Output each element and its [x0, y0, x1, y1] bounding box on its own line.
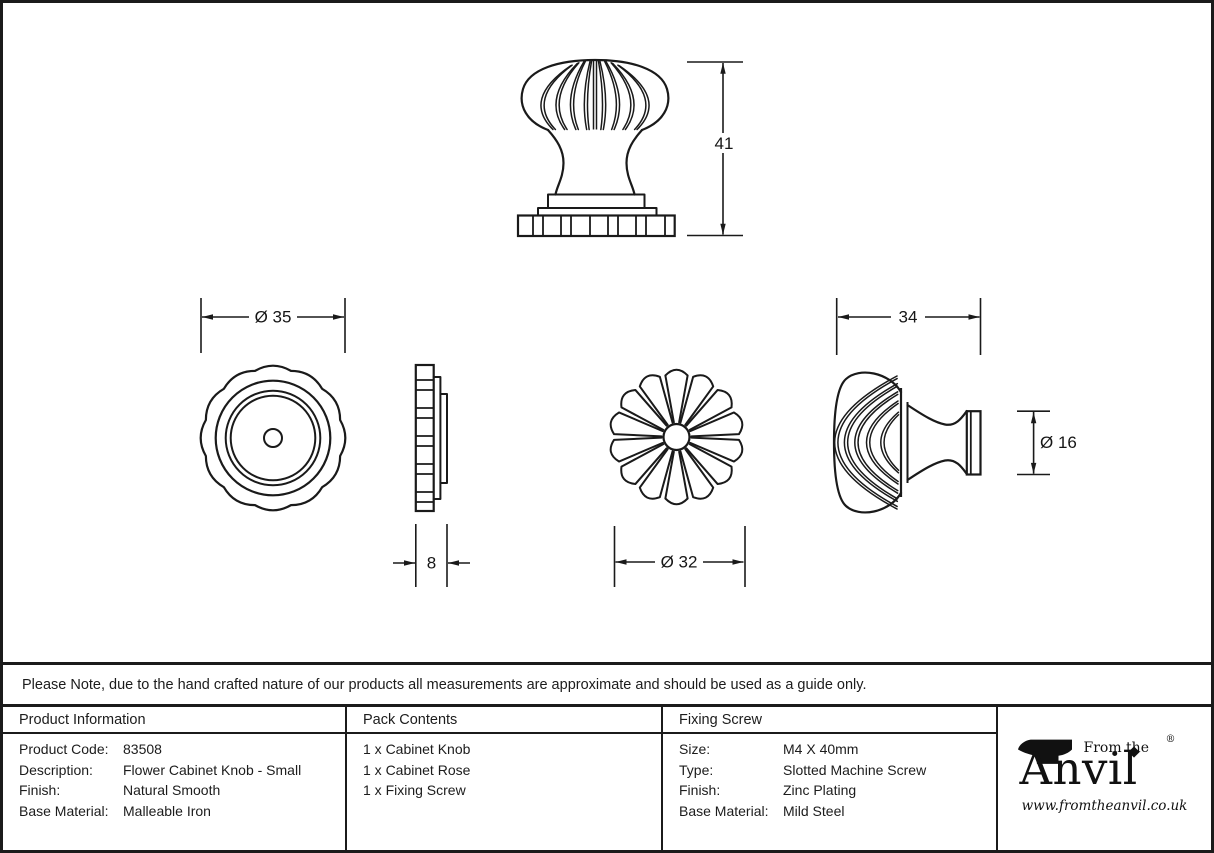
row-value: Flower Cabinet Knob - Small [123, 761, 302, 778]
dim-rose-diameter-label: Ø 35 [255, 308, 292, 327]
product-information-column: Product Information Product Code: 83508 … [3, 707, 347, 850]
registered-trademark: ® [1165, 733, 1176, 745]
row-label: Product Code: [19, 741, 109, 758]
rose-front-view-drawing [199, 364, 347, 512]
brand-logo-cell: From the Anvil ® www.fromtheanvil.co.uk [998, 707, 1211, 850]
row-label: Finish: [19, 782, 61, 799]
from-the-anvil-logo: From the Anvil ® www.fromtheanvil.co.uk [1017, 734, 1190, 818]
pack-item: 1 x Fixing Screw [363, 782, 466, 799]
product-information-header: Product Information [3, 707, 345, 734]
dim-label-bg [422, 553, 441, 572]
dim-knob-face-diameter-label: Ø 32 [661, 553, 698, 572]
knob-profile-view-drawing [832, 371, 982, 514]
dim-label-bg [891, 307, 925, 326]
knob-elevation-drawing [516, 58, 676, 238]
row-value: M4 X 40mm [783, 741, 859, 758]
row-value: Natural Smooth [123, 782, 221, 799]
logo-url: www.fromtheanvil.co.uk [1021, 797, 1188, 814]
row-value: Malleable Iron [123, 802, 211, 819]
dim-knob-depth-label: 34 [899, 308, 918, 327]
logo-brand-text: Anvil [1019, 741, 1138, 795]
dim-rose-depth-label: 8 [427, 554, 436, 573]
info-table: Product Information Product Code: 83508 … [3, 707, 1211, 850]
row-value: Zinc Plating [783, 782, 857, 799]
pack-item: 1 x Cabinet Rose [363, 761, 471, 778]
row-value: Mild Steel [783, 802, 845, 819]
table-row: Size: M4 X 40mm [679, 739, 990, 760]
anvil-icon [1017, 739, 1072, 764]
fixing-screw-column: Fixing Screw Size: M4 X 40mm Type: Slott… [663, 707, 998, 850]
fixing-screw-header: Fixing Screw [663, 707, 996, 734]
technical-drawing-area: 41 Ø 35 8 Ø 32 34 Ø 16 [199, 58, 1077, 587]
pack-contents-header: Pack Contents [347, 707, 661, 734]
knob-face-view-drawing [609, 368, 744, 506]
pack-item: 1 x Cabinet Knob [363, 741, 471, 758]
row-value: Slotted Machine Screw [783, 761, 927, 778]
note-text: Please Note, due to the hand crafted nat… [22, 676, 867, 693]
table-row: Type: Slotted Machine Screw [679, 760, 990, 781]
row-value: 83508 [123, 741, 162, 758]
table-row: Description: Flower Cabinet Knob - Small [19, 760, 339, 781]
table-row: Base Material: Malleable Iron [19, 801, 339, 822]
row-label: Type: [679, 761, 714, 778]
row-label: Base Material: [19, 802, 109, 819]
table-row: Base Material: Mild Steel [679, 801, 990, 822]
row-label: Finish: [679, 782, 721, 799]
table-row: Product Code: 83508 [19, 739, 339, 760]
dim-label-bg [655, 552, 703, 571]
row-label: Description: [19, 761, 93, 778]
dim-label-bg [707, 133, 741, 153]
dim-knob-height-label: 41 [715, 134, 734, 153]
row-label: Base Material: [679, 802, 769, 819]
dim-label-bg [249, 307, 297, 326]
pack-contents-column: Pack Contents 1 x Cabinet Knob 1 x Cabin… [347, 707, 663, 850]
table-row: Finish: Natural Smooth [19, 780, 339, 801]
dim-base-diameter-label: Ø 16 [1040, 433, 1077, 452]
table-row: Finish: Zinc Plating [679, 780, 990, 801]
measurement-note: Please Note, due to the hand crafted nat… [3, 662, 1211, 707]
rose-side-view-drawing [414, 363, 448, 513]
row-label: Size: [679, 741, 711, 758]
